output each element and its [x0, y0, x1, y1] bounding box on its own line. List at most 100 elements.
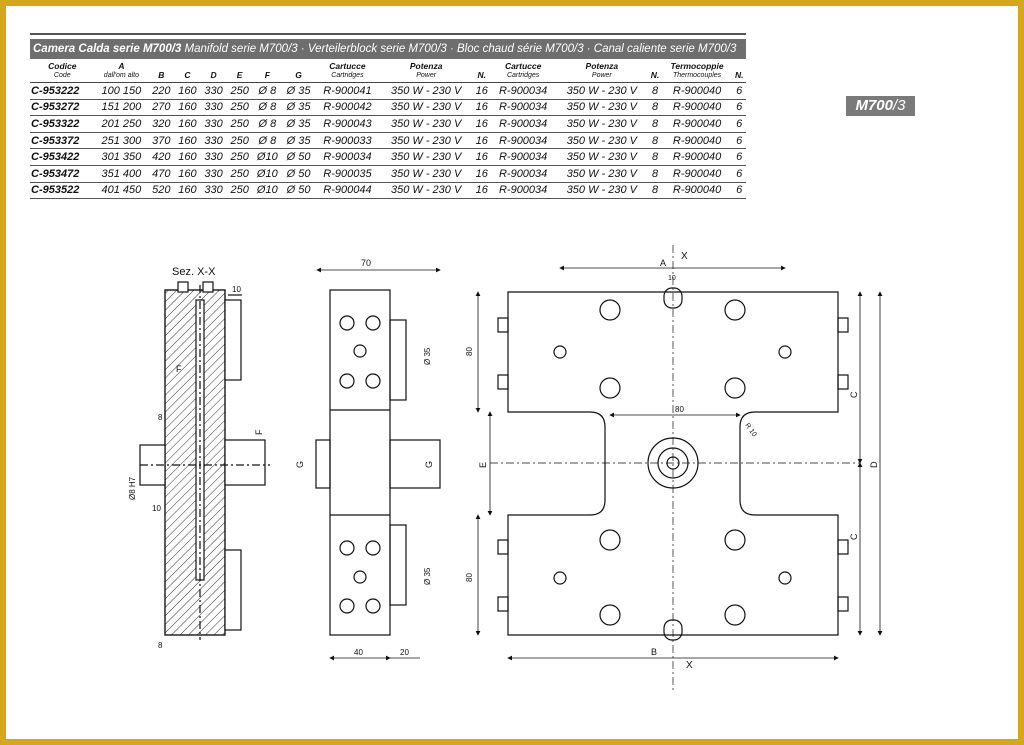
table-cell: 250	[226, 115, 253, 133]
table-cell: 250	[226, 132, 253, 150]
table-cell: 6	[732, 132, 746, 150]
table-cell: 6	[732, 99, 746, 117]
table-cell: 520	[148, 182, 175, 200]
table-cell: 250	[226, 148, 253, 166]
column-header-sublabel: Thermocouples	[672, 72, 722, 79]
dim-80-center: 80	[675, 405, 684, 414]
column-header-label: Potenza	[409, 61, 443, 71]
table-cell: R-900034	[490, 82, 556, 100]
table-cell: R-900034	[490, 165, 556, 183]
dim-10-left: 10	[152, 504, 161, 513]
table-title-band: Camera Calda serie M700/3 Manifold serie…	[30, 39, 746, 59]
column-header-label: A	[118, 61, 125, 71]
table-cell: R-900040	[661, 132, 733, 150]
table-cell: 330	[200, 165, 227, 183]
table-cell: 320	[148, 115, 175, 133]
column-header-sublabel: dall'om alto	[103, 72, 139, 79]
table-cell: 8	[648, 182, 662, 200]
table-cell: R-900044	[315, 182, 380, 200]
table-cell: 8	[648, 132, 662, 150]
table-cell: R-900033	[315, 132, 380, 150]
dim-g-left: G	[295, 461, 305, 468]
product-code-cell: C-953422	[30, 148, 95, 166]
table-cell: 160	[174, 132, 201, 150]
product-code-cell: C-953322	[30, 115, 95, 133]
column-header-label: Cartucce	[504, 61, 542, 71]
table-cell: 330	[200, 82, 227, 100]
column-header-label: Termocoppie	[670, 61, 724, 71]
dim-8-lower: 8	[158, 641, 163, 650]
table-cell: Ø 35	[281, 99, 316, 117]
table-cell: Ø 50	[281, 182, 316, 200]
table-cell: 350 W - 230 V	[379, 148, 473, 166]
table-cell: 160	[174, 182, 201, 200]
dim-40: 40	[354, 648, 363, 657]
column-header-sublabel: Power	[591, 72, 612, 79]
dim-e: E	[478, 462, 488, 468]
table-cell: 350 W - 230 V	[379, 132, 473, 150]
table-cell: R-900034	[315, 148, 380, 166]
table-cell: 8	[648, 148, 662, 166]
series-badge: M700/3	[846, 96, 915, 116]
table-cell: 8	[648, 115, 662, 133]
dim-b: B	[651, 647, 657, 657]
table-cell: 8	[648, 82, 662, 100]
table-cell: R-900034	[490, 99, 556, 117]
table-cell: R-900041	[315, 82, 380, 100]
table-cell: Ø 50	[281, 148, 316, 166]
column-header-label: Cartucce	[329, 61, 366, 71]
table-cell: R-900040	[661, 99, 733, 117]
dim-c-bottom: C	[849, 533, 859, 540]
table-cell: 160	[174, 82, 201, 100]
dim-c-top: C	[849, 391, 859, 398]
column-header-label: E	[236, 70, 243, 80]
dim-d: D	[869, 461, 879, 468]
table-cell: 8	[648, 165, 662, 183]
table-cell: 330	[200, 182, 227, 200]
dim-d35-lower: Ø 35	[423, 567, 432, 585]
spec-table-block: Camera Calda serie M700/3 Manifold serie…	[30, 33, 746, 200]
section-view: Sez. X-X 10 F 8 F Ø8 H7 10 8	[128, 266, 270, 650]
table-cell: 350 W - 230 V	[379, 165, 473, 183]
table-cell: 160	[174, 165, 201, 183]
table-cell: 6	[732, 148, 746, 166]
table-cell: 6	[732, 82, 746, 100]
table-cell: 16	[472, 82, 491, 100]
table-cell: 151 200	[94, 99, 149, 117]
table-cell: 330	[200, 115, 227, 133]
table-cell: 301 350	[94, 148, 149, 166]
column-header-label: D	[210, 70, 217, 80]
table-cell: 270	[148, 99, 175, 117]
column-header-label: Potenza	[585, 61, 619, 71]
table-cell: 251 300	[94, 132, 149, 150]
column-header-sublabel: Code	[53, 72, 71, 79]
table-cell: R-900034	[490, 148, 556, 166]
table-cell: 330	[200, 132, 227, 150]
table-cell: 350 W - 230 V	[555, 82, 649, 100]
table-cell: Ø 8	[252, 132, 282, 150]
table-cell: 16	[472, 182, 491, 200]
dim-r10: R 10	[743, 422, 757, 438]
table-cell: 100 150	[94, 82, 149, 100]
table-cell: 220	[148, 82, 175, 100]
dim-10-top: 10	[232, 285, 241, 294]
top-rule	[30, 33, 746, 35]
badge-suffix: /3	[893, 97, 906, 114]
column-header: N.	[732, 59, 746, 83]
column-header: F	[252, 59, 282, 83]
dim-8h7: Ø8 H7	[128, 476, 137, 500]
table-cell: 6	[732, 165, 746, 183]
column-header-label: B	[158, 70, 165, 80]
table-cell: R-900043	[315, 115, 380, 133]
column-header-label: N.	[477, 70, 486, 80]
dim-f-left: F	[176, 364, 182, 374]
